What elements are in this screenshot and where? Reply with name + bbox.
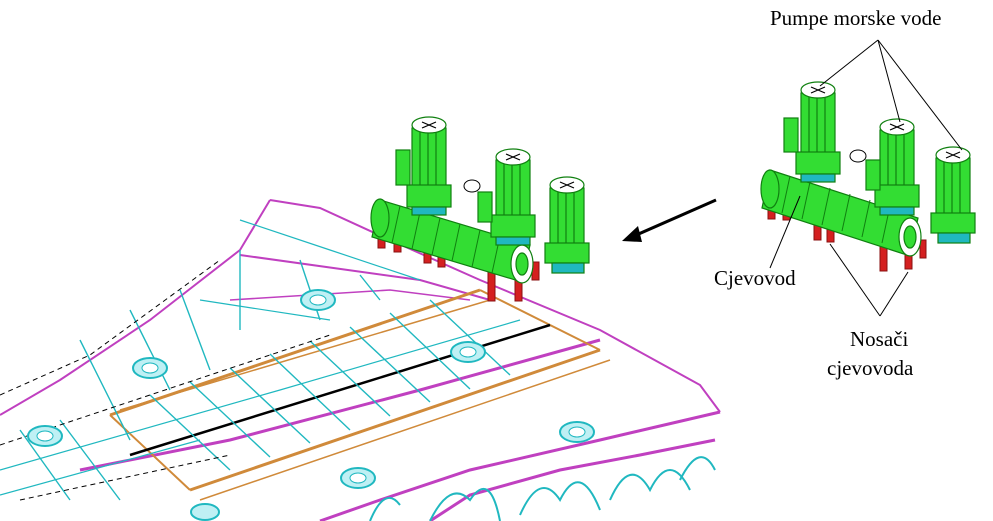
pump-assembly-detail	[760, 81, 976, 272]
pump-icon	[930, 146, 976, 244]
pump-assembly-installed	[370, 116, 590, 302]
label-pipeline: Cjevovod	[714, 266, 796, 290]
label-pipe-supports-line1: Nosači	[850, 327, 909, 351]
deck-fitting-icon	[132, 357, 168, 379]
leader-lines	[769, 39, 963, 317]
pump-icon	[477, 148, 536, 246]
deck-fitting-icon	[340, 467, 376, 489]
deck-fitting-icon	[27, 425, 63, 447]
label-pipe-supports-line2: cjevovoda	[827, 356, 914, 380]
label-sea-water-pumps: Pumpe morske vode	[770, 6, 942, 30]
pump-icon	[544, 176, 590, 274]
pump-icon	[783, 81, 841, 183]
deck-fitting-icon	[450, 341, 486, 363]
pump-icon	[865, 118, 920, 216]
deck-fitting-icon	[300, 289, 336, 311]
pump-icon	[395, 116, 452, 216]
deck-fittings	[27, 289, 595, 521]
arrow-left-icon	[622, 198, 717, 242]
deck-fitting-icon	[559, 421, 595, 443]
deck-fitting-icon	[190, 503, 220, 521]
